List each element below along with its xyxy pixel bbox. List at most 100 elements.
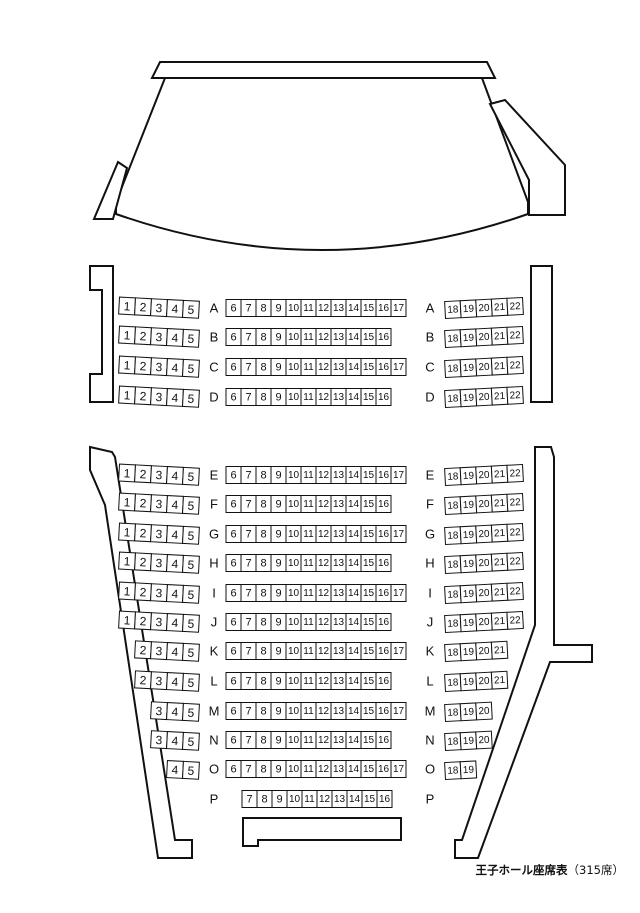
- right-c-seat-22[interactable]: [506, 355, 524, 375]
- left-d-seat-label-3: 3: [155, 390, 163, 404]
- center-c-seat-17[interactable]: [390, 358, 407, 376]
- stage-right-wing: [488, 98, 566, 216]
- center-o-seat-label-7: 7: [245, 764, 251, 776]
- center-o-seat-17[interactable]: [390, 760, 407, 778]
- center-c-seat-label-14: 14: [348, 362, 360, 373]
- center-a-seat-17[interactable]: [390, 299, 407, 317]
- left-m-seat-5[interactable]: [182, 702, 200, 722]
- center-g-seat-17[interactable]: [390, 525, 407, 543]
- right-k-seat-21[interactable]: [490, 640, 509, 660]
- left-o-seat-5[interactable]: [182, 760, 200, 780]
- left-c-seat-5[interactable]: [182, 358, 200, 378]
- right-b-seat-label-18: 18: [447, 333, 459, 345]
- left-l-seat-label-5: 5: [187, 676, 195, 690]
- right-m-seat-20[interactable]: [475, 701, 493, 721]
- center-f-seat-16[interactable]: [375, 495, 392, 513]
- right-f-seat-22[interactable]: [506, 492, 524, 512]
- center-m-seat-label-14: 14: [348, 706, 360, 717]
- left-h-seat-label-1: 1: [123, 554, 131, 568]
- center-n-seat-label-6: 6: [230, 735, 236, 747]
- left-d-seat-label-2: 2: [139, 389, 147, 403]
- left-h-seat-5[interactable]: [182, 554, 200, 574]
- center-n-seat-label-11: 11: [303, 735, 314, 746]
- right-b-seat-22[interactable]: [506, 325, 524, 345]
- left-a-seat-5[interactable]: [182, 299, 200, 319]
- left-j-seat-label-2: 2: [139, 614, 147, 628]
- center-n-seat-16[interactable]: [375, 731, 392, 749]
- center-a-seat-label-10: 10: [288, 303, 300, 314]
- left-j-seat-5[interactable]: [182, 613, 200, 633]
- center-d-seat-label-12: 12: [318, 392, 330, 403]
- center-i-seat-17[interactable]: [390, 584, 407, 602]
- right-g-seat-22[interactable]: [506, 522, 524, 542]
- center-b-seat-16[interactable]: [375, 328, 392, 346]
- right-f-seat-label-18: 18: [447, 500, 459, 512]
- right-l-seat-21[interactable]: [490, 670, 509, 690]
- right-i-seat-22[interactable]: [506, 581, 524, 601]
- center-i-seat-label-7: 7: [245, 588, 251, 600]
- row-letter-left: A: [210, 301, 219, 316]
- center-k-seat-17[interactable]: [390, 642, 407, 660]
- center-g-seat-label-8: 8: [260, 529, 266, 541]
- left-b-seat-5[interactable]: [182, 328, 200, 348]
- center-i-seat-label-12: 12: [318, 588, 330, 599]
- center-i-seat-label-15: 15: [363, 588, 375, 599]
- center-g-seat-label-16: 16: [378, 529, 390, 540]
- right-j-seat-label-21: 21: [494, 616, 506, 628]
- right-e-seat-22[interactable]: [506, 463, 524, 483]
- left-g-seat-5[interactable]: [182, 525, 200, 545]
- center-b-seat-label-14: 14: [348, 332, 360, 343]
- right-n-seat-20[interactable]: [475, 730, 493, 750]
- right-d-seat-22[interactable]: [506, 385, 524, 405]
- left-e-seat-5[interactable]: [182, 466, 200, 486]
- left-k-seat-5[interactable]: [182, 642, 200, 662]
- center-d-seat-label-16: 16: [378, 392, 390, 403]
- center-e-seat-label-15: 15: [363, 470, 375, 481]
- row-letter-left: D: [209, 390, 218, 405]
- center-g-seat-label-13: 13: [333, 529, 345, 540]
- center-i-seat-label-6: 6: [230, 588, 236, 600]
- center-h-seat-16[interactable]: [375, 554, 392, 572]
- center-j-seat-16[interactable]: [375, 613, 392, 631]
- center-n-seat-label-12: 12: [318, 735, 330, 746]
- left-d-seat-5[interactable]: [182, 388, 200, 408]
- right-h-seat-22[interactable]: [506, 551, 524, 571]
- left-c-seat-label-3: 3: [155, 360, 163, 374]
- left-l-seat-5[interactable]: [182, 672, 200, 692]
- right-g-seat-label-21: 21: [494, 528, 506, 540]
- row-letter-right: F: [426, 497, 434, 512]
- center-o-seat-label-11: 11: [303, 764, 314, 775]
- center-p-seat-16[interactable]: [376, 790, 393, 808]
- center-e-seat-17[interactable]: [390, 466, 407, 484]
- center-m-seat-17[interactable]: [390, 702, 407, 720]
- left-n-seat-5[interactable]: [182, 731, 200, 751]
- left-e-seat-label-2: 2: [139, 467, 147, 481]
- center-j-seat-label-9: 9: [275, 617, 281, 629]
- center-a-seat-label-6: 6: [230, 303, 236, 315]
- left-f-seat-5[interactable]: [182, 495, 200, 515]
- right-g-seat-label-19: 19: [463, 530, 475, 542]
- right-o-seat-19[interactable]: [459, 760, 478, 780]
- right-j-seat-22[interactable]: [506, 610, 524, 630]
- center-l-seat-label-10: 10: [288, 676, 300, 687]
- left-l-seat-label-3: 3: [155, 674, 163, 688]
- center-i-seat-label-17: 17: [393, 588, 405, 599]
- left-m-seat-label-4: 4: [171, 705, 179, 719]
- center-l-seat-16[interactable]: [375, 672, 392, 690]
- right-a-seat-22[interactable]: [506, 296, 524, 316]
- right-m-seat-label-18: 18: [447, 707, 459, 719]
- left-f-seat-label-3: 3: [155, 497, 163, 511]
- center-k-seat-label-15: 15: [363, 646, 375, 657]
- left-i-seat-5[interactable]: [182, 584, 200, 604]
- center-p-seat-label-7: 7: [246, 794, 252, 806]
- center-j-seat-label-12: 12: [318, 617, 330, 628]
- center-d-seat-16[interactable]: [375, 388, 392, 406]
